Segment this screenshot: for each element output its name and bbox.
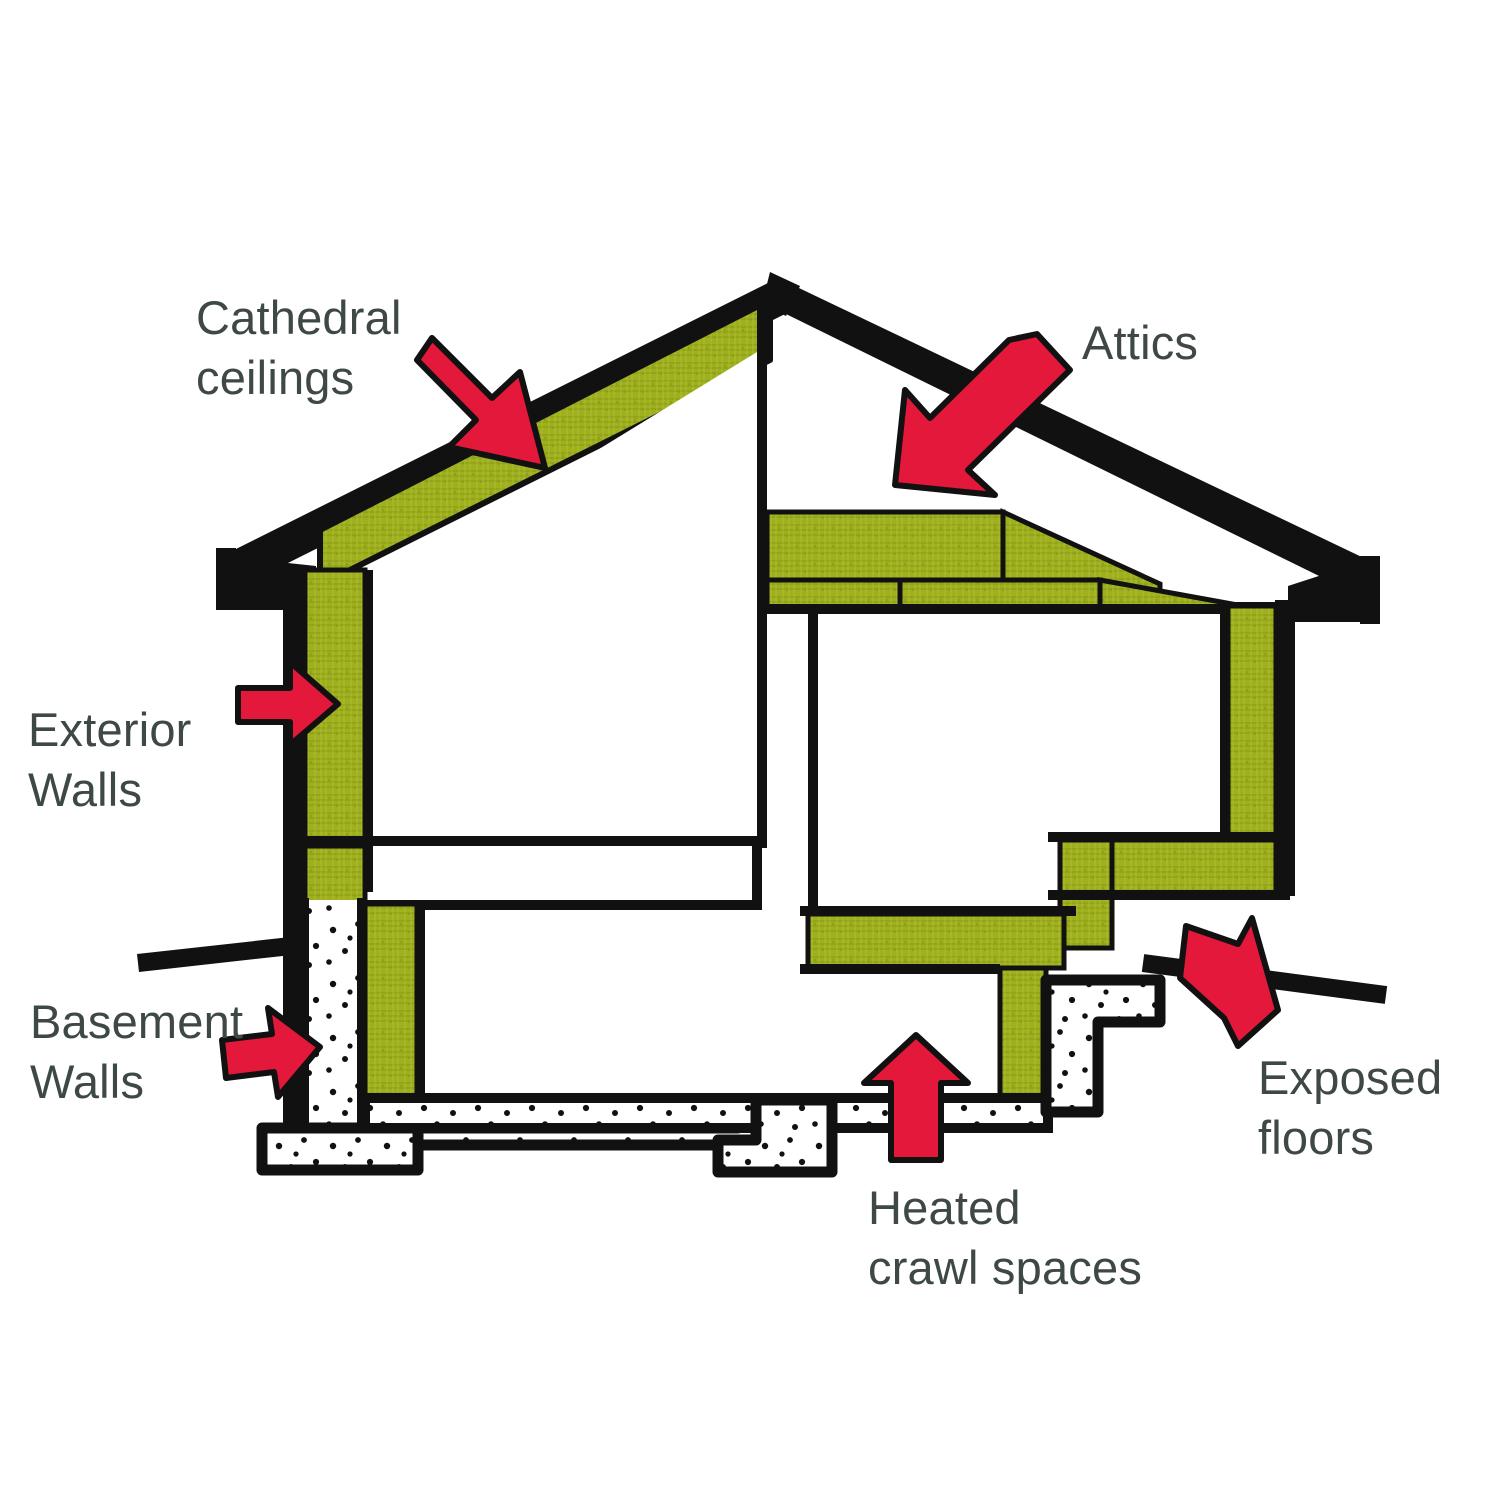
- attics-label: Attics: [1082, 316, 1199, 369]
- cathedral-ceilings-label: Cathedral ceilings: [196, 291, 402, 405]
- exposed-floor-insulation: [1048, 832, 1290, 951]
- mid-floor-assembly: [300, 836, 762, 910]
- footings-and-slab: [256, 974, 1166, 1178]
- grade-line-left: [137, 936, 301, 972]
- exposed-floors-arrow: [1177, 915, 1281, 1049]
- exterior-walls-label: Exterior Walls: [28, 703, 192, 817]
- attic-floor-insulation: [764, 508, 1235, 621]
- basement-walls-label: Basement Walls: [30, 995, 244, 1109]
- basement-concrete-wall: [299, 898, 425, 1132]
- crawl-space-wall-insulation: [997, 965, 1049, 1107]
- cathedral-ceilings-arrow: [414, 335, 548, 471]
- crawl-space-floor-insulation: [800, 906, 1076, 974]
- heated-crawl-spaces-label: Heated crawl spaces: [868, 1181, 1143, 1295]
- interior-left-upper-room: [373, 352, 757, 838]
- exposed-floors-label: Exposed floors: [1258, 1051, 1443, 1165]
- interior-right-room: [818, 614, 1220, 840]
- basement-walls-arrow: [219, 1005, 323, 1100]
- exterior-walls-arrow: [235, 659, 341, 748]
- heated-crawl-spaces-arrow: [861, 1032, 971, 1163]
- central-partition-wall: [757, 300, 818, 942]
- attics-arrow: [892, 331, 1073, 498]
